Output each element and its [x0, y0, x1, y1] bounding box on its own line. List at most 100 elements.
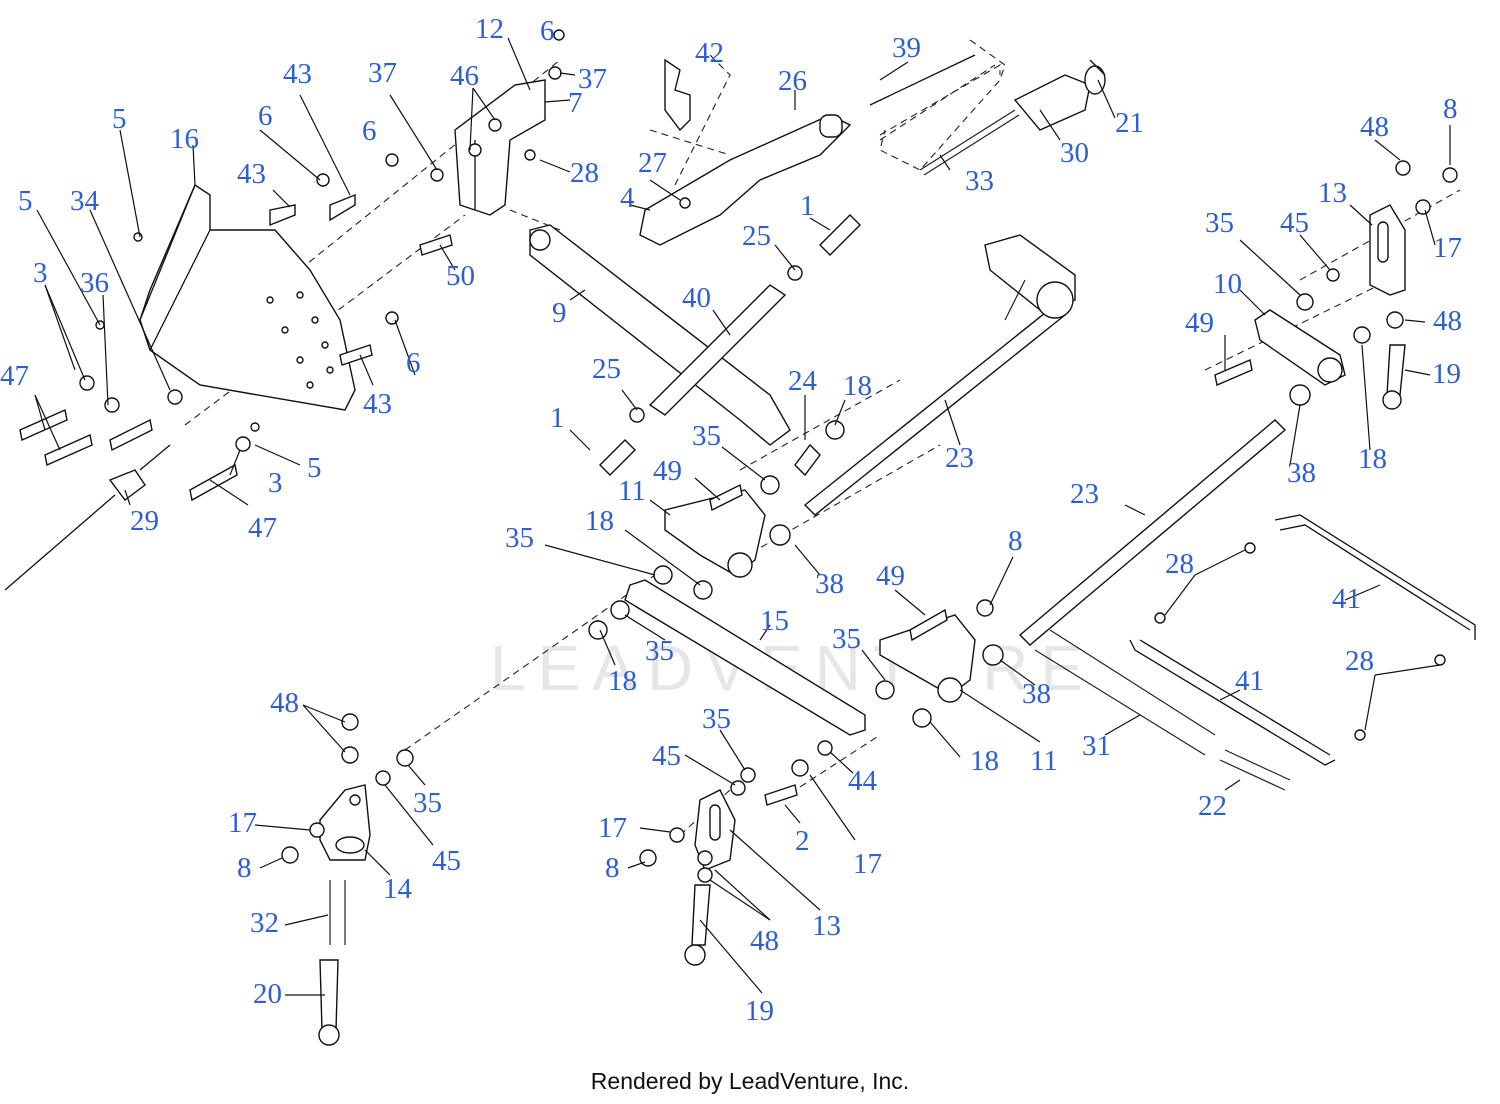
- callout-label: 17: [853, 848, 882, 880]
- callout-label: 3: [33, 257, 48, 289]
- leader-lines: [34, 37, 1451, 996]
- callout-label: 45: [652, 740, 681, 772]
- callout-label: 39: [892, 32, 921, 64]
- callout-label: 6: [362, 115, 377, 147]
- spring-32: [329, 880, 346, 945]
- callout-label: 41: [1332, 583, 1361, 615]
- callout-label: 17: [598, 812, 627, 844]
- callout-label: 2: [795, 825, 810, 857]
- callout-label: 41: [1235, 665, 1264, 697]
- plate-11-b: [879, 614, 976, 703]
- callout-label: 21: [1115, 107, 1144, 139]
- eye-bolt-19-lower: [684, 884, 711, 966]
- callout-label: 29: [130, 505, 159, 537]
- rod-41-lower: [1129, 639, 1336, 766]
- callout-label: 48: [1433, 305, 1462, 337]
- callout-label: 43: [237, 158, 266, 190]
- callout-label: 27: [638, 147, 667, 179]
- callout-label: 14: [383, 873, 413, 905]
- callout-label: 28: [1165, 548, 1194, 580]
- callout-label: 42: [695, 37, 724, 69]
- callout-label: 28: [1345, 645, 1374, 677]
- callout-label: 1: [550, 402, 565, 434]
- callout-label: 18: [843, 370, 872, 402]
- callout-label: 43: [283, 58, 312, 90]
- rod-23-upper: [803, 234, 1076, 516]
- callout-label: 10: [1213, 268, 1242, 300]
- callout-label: 35: [702, 703, 731, 735]
- callout-label: 23: [945, 442, 974, 474]
- callout-label: 5: [18, 185, 33, 217]
- cable-29: [4, 444, 171, 591]
- callout-label: 18: [585, 505, 614, 537]
- callout-label: 50: [446, 260, 475, 292]
- callout-label: 8: [1008, 525, 1023, 557]
- bracket-12: [454, 79, 546, 216]
- callout-label: 6: [540, 15, 555, 47]
- lever-4: [639, 58, 852, 246]
- bracket-plate-16: [139, 183, 356, 411]
- callout-label: 12: [475, 13, 504, 45]
- callout-label: 5: [307, 452, 322, 484]
- callout-label: 37: [368, 57, 397, 89]
- callout-label: 25: [592, 353, 621, 385]
- link-15: [624, 579, 866, 736]
- callout-label: 13: [1318, 177, 1347, 209]
- callout-label: 35: [505, 522, 534, 554]
- callout-label: 19: [1432, 358, 1461, 390]
- link-10: [1254, 309, 1346, 386]
- callout-label: 35: [1205, 207, 1234, 239]
- callout-label: 18: [608, 665, 637, 697]
- callout-label: 8: [1443, 93, 1458, 125]
- callout-label: 9: [552, 297, 567, 329]
- footer-credit: Rendered by LeadVenture, Inc.: [590, 1068, 910, 1094]
- cable-assembly-30-33-39: [869, 54, 1106, 176]
- callout-label: 35: [692, 420, 721, 452]
- callout-label: 3: [268, 467, 283, 499]
- callout-label: 45: [1280, 207, 1309, 239]
- callout-label: 49: [653, 455, 682, 487]
- callout-label: 1: [800, 190, 815, 222]
- shaft-40: [648, 284, 787, 416]
- callout-label: 30: [1060, 137, 1089, 169]
- callout-label: 45: [432, 845, 461, 877]
- callout-label: 13: [812, 910, 841, 942]
- callout-label: 5: [112, 103, 127, 135]
- rod-23-lower: [1018, 419, 1287, 646]
- callout-label: 43: [363, 388, 392, 420]
- callout-label: 37: [578, 63, 607, 95]
- callout-label: 4: [620, 182, 635, 214]
- callout-label: 38: [1022, 678, 1051, 710]
- callout-label: 32: [250, 907, 279, 939]
- callout-label: 17: [228, 807, 257, 839]
- callout-label: 15: [760, 605, 789, 637]
- callout-label: 38: [815, 568, 844, 600]
- callout-label: 7: [568, 87, 583, 119]
- callout-label: 19: [745, 995, 774, 1027]
- callout-label: 8: [237, 852, 252, 884]
- rod-41-upper: [1274, 514, 1476, 640]
- callout-label: 11: [618, 475, 646, 507]
- callout-label: 46: [450, 60, 479, 92]
- callout-label: 17: [1433, 232, 1462, 264]
- callout-label: 25: [742, 220, 771, 252]
- callout-label: 31: [1082, 730, 1111, 762]
- hardware: [19, 29, 1458, 883]
- eye-bolt-19-upper: [1382, 344, 1406, 410]
- callout-label: 20: [253, 978, 282, 1010]
- callout-label: 33: [965, 165, 994, 197]
- callout-label: 11: [1030, 745, 1058, 777]
- callout-label: 35: [645, 635, 674, 667]
- callout-label: 8: [605, 852, 620, 884]
- bracket-13-upper: [1369, 204, 1406, 296]
- callout-label: 48: [750, 925, 779, 957]
- callout-label: 24: [788, 365, 818, 397]
- callout-label: 44: [848, 765, 878, 797]
- callout-label: 48: [270, 687, 299, 719]
- bracket-14: [319, 784, 371, 861]
- callout-label: 6: [406, 347, 421, 379]
- callout-label: 26: [778, 65, 807, 97]
- callout-label: 47: [248, 512, 277, 544]
- bracket-13-lower: [694, 789, 736, 871]
